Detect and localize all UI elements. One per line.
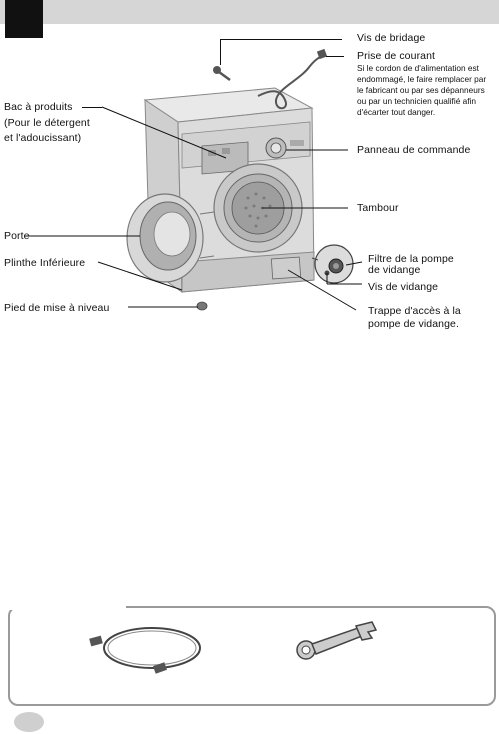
label-pied: Pied de mise à niveau bbox=[4, 302, 110, 314]
prise-note-line-4: ou par un technicien qualifié afin bbox=[357, 96, 477, 106]
section-marker bbox=[5, 0, 43, 38]
trappe-line-1: Trappe d'accès à la bbox=[368, 305, 461, 317]
page-number-oval bbox=[14, 712, 44, 732]
spanner-icon bbox=[296, 621, 378, 660]
prise-note-line-2: endommagé, le faire remplacer par bbox=[357, 74, 487, 84]
filtre-line-1: Filtre de la pompe bbox=[368, 253, 454, 265]
trappe-line-2: pompe de vidange. bbox=[368, 318, 460, 330]
label-plinthe: Plinthe Inférieure bbox=[4, 257, 86, 269]
prise-note-line-3: le fabricant ou par ses dépanneurs bbox=[357, 85, 485, 95]
accessories-box bbox=[8, 606, 496, 706]
label-vis-de-bridage: Vis de bridage bbox=[357, 32, 426, 44]
washing-machine-illustration bbox=[126, 48, 354, 311]
inlet-hose-icon bbox=[89, 627, 201, 674]
accessories-box-tab bbox=[8, 604, 126, 610]
label-tambour: Tambour bbox=[357, 202, 399, 214]
label-prise-de-courant: Prise de courant bbox=[357, 50, 436, 62]
label-vis-vidange: Vis de vidange bbox=[368, 281, 439, 293]
label-porte: Porte bbox=[4, 230, 30, 242]
prise-note-line-1: Si le cordon de d'alimentation est bbox=[357, 63, 479, 73]
label-panneau-commande: Panneau de commande bbox=[357, 144, 471, 156]
header-bar bbox=[0, 0, 499, 24]
filtre-line-2: de vidange bbox=[368, 264, 421, 276]
label-bac-produits: Bac à produits bbox=[4, 101, 73, 113]
bac-note-line-1: (Pour le détergent bbox=[4, 117, 90, 129]
bac-note-line-2: et l'adoucissant) bbox=[4, 132, 82, 144]
leader-lines bbox=[24, 106, 363, 311]
power-cord-icon bbox=[257, 55, 323, 110]
bracket-screw-icon bbox=[213, 66, 231, 82]
prise-note-line-5: d'écarter tout danger. bbox=[357, 107, 436, 117]
